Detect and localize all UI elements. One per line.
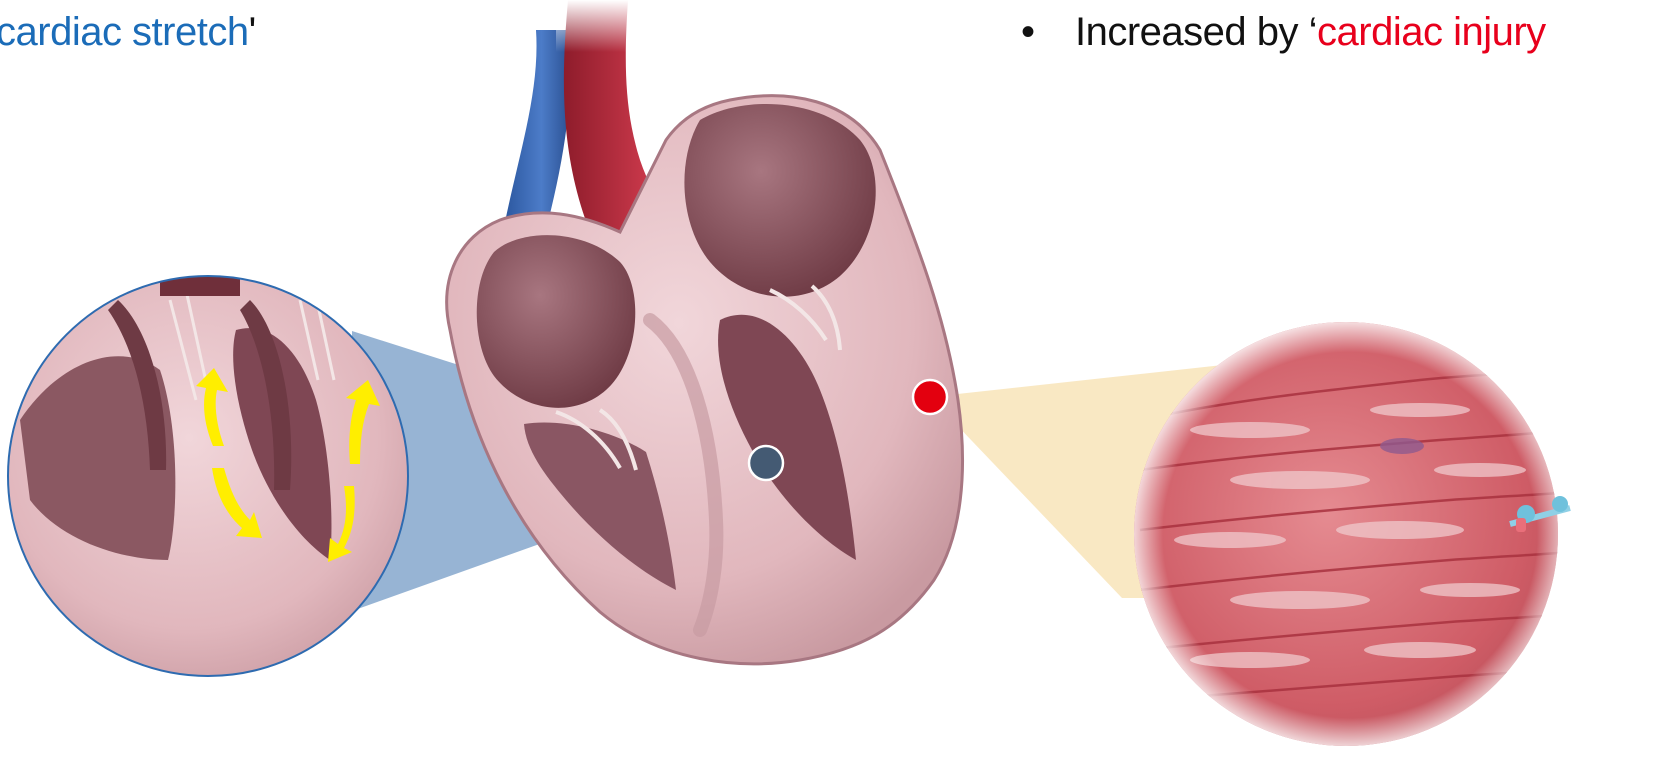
aorta-fade: [556, 0, 636, 52]
right-atrium: [477, 235, 636, 408]
stretch-marker: [749, 446, 783, 480]
injury-marker: [913, 380, 947, 414]
vena-cava: [505, 30, 571, 222]
injury-zoom-circle: [1130, 320, 1570, 750]
